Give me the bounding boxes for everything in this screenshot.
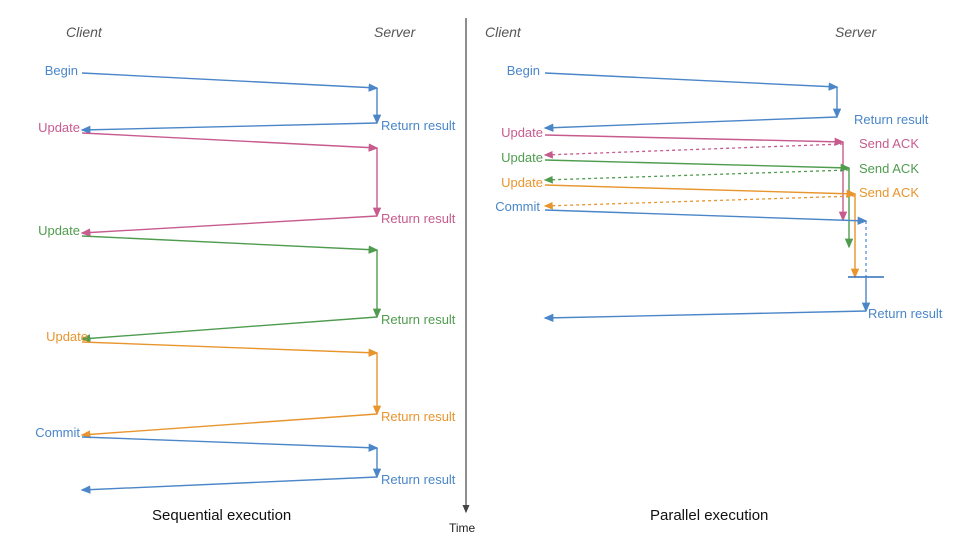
sequential-server-label-return-1: Return result bbox=[381, 118, 456, 133]
sequential-client-label-update-3: Update bbox=[46, 329, 88, 344]
sequential-server-label-return-5: Return result bbox=[381, 472, 456, 487]
parallel-client-label-update-1: Update bbox=[501, 125, 543, 140]
flow-update-1-parallel bbox=[543, 134, 848, 222]
time-axis-label: Time bbox=[449, 521, 476, 535]
parallel-panel-arrows bbox=[543, 72, 884, 323]
parallel-client-label-update-3: Update bbox=[501, 175, 543, 190]
parallel-server-label-ack-3: Send ACK bbox=[859, 185, 919, 200]
flow-commit-sequential bbox=[80, 436, 382, 494]
sequential-panel-arrows bbox=[80, 72, 382, 494]
sequential-client-label-commit: Commit bbox=[35, 425, 80, 440]
sequential-server-label-return-3: Return result bbox=[381, 312, 456, 327]
flow-update-3-sequential bbox=[80, 341, 382, 439]
caption-sequential: Sequential execution bbox=[152, 507, 292, 524]
parallel-client-header: Client bbox=[485, 24, 521, 40]
parallel-server-label-return-1: Return result bbox=[854, 112, 929, 127]
flow-update-2-sequential bbox=[80, 235, 382, 343]
parallel-server-label-return-2: Return result bbox=[868, 306, 943, 321]
sequential-client-label-begin: Begin bbox=[44, 63, 78, 78]
parallel-server-label-ack-1: Send ACK bbox=[859, 136, 919, 151]
flow-update-2-parallel bbox=[543, 159, 854, 249]
parallel-client-label-begin: Begin bbox=[506, 63, 540, 78]
sequential-client-label-update-1: Update bbox=[38, 120, 80, 135]
sequential-server-label-return-4: Return result bbox=[381, 409, 456, 424]
sequential-server-label-return-2: Return result bbox=[381, 211, 456, 226]
sequential-client-label-update-2: Update bbox=[38, 223, 80, 238]
parallel-client-label-update-2: Update bbox=[501, 150, 543, 165]
sequential-client-header: Client bbox=[66, 24, 102, 40]
parallel-server-label-ack-2: Send ACK bbox=[859, 161, 919, 176]
sequential-server-header: Server bbox=[374, 24, 416, 40]
caption-parallel: Parallel execution bbox=[650, 507, 769, 524]
parallel-server-header: Server bbox=[835, 24, 877, 40]
flow-update-1-sequential bbox=[80, 132, 382, 237]
flow-commit-parallel bbox=[543, 209, 884, 323]
flow-update-3-parallel bbox=[543, 184, 860, 279]
flow-begin-sequential bbox=[80, 72, 382, 134]
flow-begin-parallel bbox=[543, 72, 842, 132]
parallel-client-label-commit: Commit bbox=[495, 199, 540, 214]
